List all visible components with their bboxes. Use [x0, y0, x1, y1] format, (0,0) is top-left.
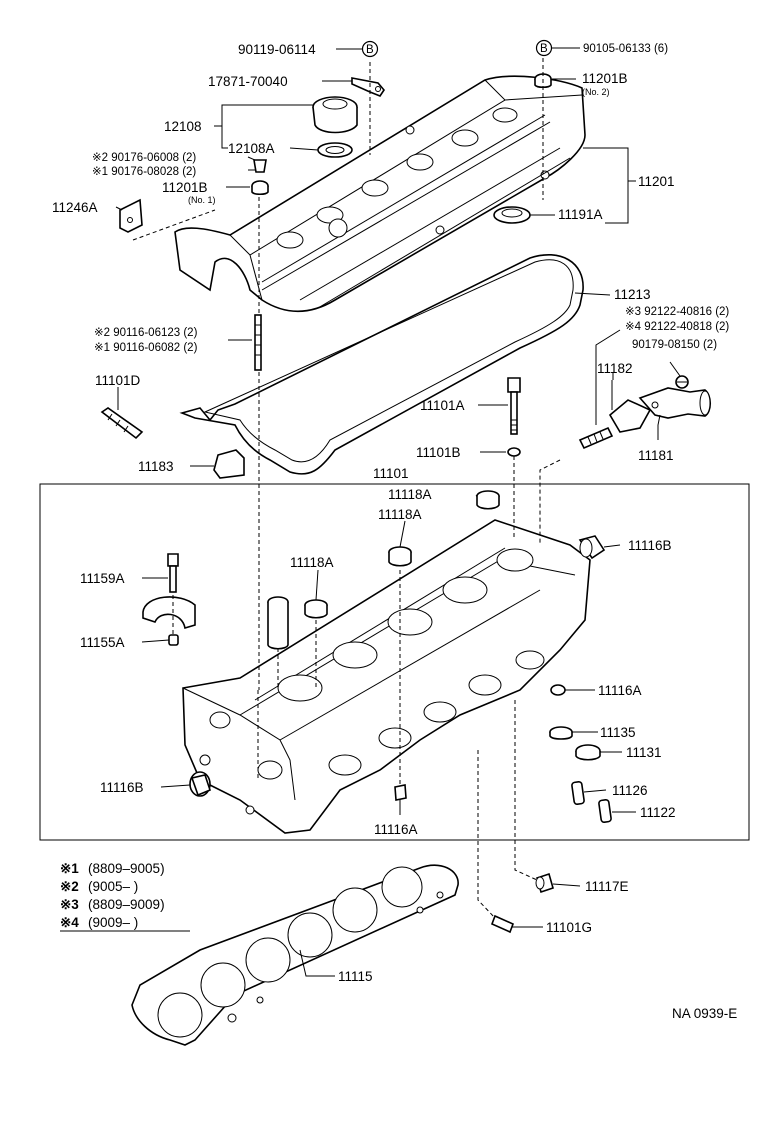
label-17871: 17871-70040	[208, 74, 288, 89]
label-12108a: 12108A	[228, 141, 275, 156]
label-11182: 11182	[597, 361, 633, 376]
label-90105: 90105-06133 (6)	[583, 43, 668, 55]
water-outlet-11181	[638, 387, 712, 419]
label-11116b-left: 11116B	[100, 780, 144, 795]
label-11101b: 11101B	[416, 445, 461, 460]
label-11116a-bottom: 11116A	[374, 822, 418, 837]
label-11159a: 11159A	[80, 571, 125, 586]
assembly-lines	[132, 58, 561, 919]
b-marker-left: B	[361, 40, 379, 58]
label-m2-90116: ※2 90116-06123 (2)	[94, 327, 198, 339]
label-11115: 11115	[338, 969, 373, 984]
legend-range-2: (9005– )	[88, 879, 138, 894]
label-m4-92122: ※4 92122-40818 (2)	[625, 321, 729, 333]
bracket-11246a	[119, 198, 143, 233]
label-12108: 12108	[164, 119, 202, 134]
label-11118a-2: 11118A	[378, 507, 422, 522]
stud-11101d	[100, 407, 144, 440]
label-11183: 11183	[138, 459, 174, 474]
legend-range-3: (8809–9009)	[88, 897, 165, 912]
bracket-11183	[213, 449, 245, 479]
bolt-11101a	[507, 377, 521, 435]
leader-lines	[60, 47, 681, 977]
svg-text:B: B	[540, 43, 548, 55]
label-11101a: 11101A	[420, 398, 465, 413]
legend: ※1 (8809–9005) ※2 (9005– ) ※3 (8809–9009…	[60, 861, 165, 930]
seal-11118a-b	[388, 546, 412, 567]
bolt-11159a	[167, 553, 179, 593]
legend-mark-4: ※4	[60, 915, 79, 930]
pin-11126	[571, 780, 585, 806]
plug-11116a-bottom	[394, 784, 407, 801]
cylinder-head-11101	[182, 519, 591, 834]
label-no1: (No. 1)	[188, 195, 216, 205]
svg-text:B: B	[366, 44, 374, 56]
label-m1-90116: ※1 90116-06082 (2)	[94, 342, 198, 354]
oil-filler-cap-12108	[312, 96, 358, 134]
label-11101g: 11101G	[546, 920, 592, 935]
label-11117e: 11117E	[585, 879, 629, 894]
label-11131: 11131	[626, 745, 662, 760]
valve-cover-11201	[174, 75, 586, 313]
label-11126: 11126	[612, 783, 648, 798]
label-11116b-right: 11116B	[628, 538, 672, 553]
ring-11131	[575, 744, 601, 761]
plug-11116b-left	[189, 771, 211, 797]
cap-gasket-12108a	[317, 142, 353, 158]
plug-11116a-right	[550, 684, 566, 696]
label-11135: 11135	[600, 725, 636, 740]
label-11191a: 11191A	[558, 207, 603, 222]
label-11118a-1: 11118A	[388, 487, 432, 502]
pin-11122	[598, 798, 612, 824]
label-90119: 90119-06114	[238, 42, 316, 57]
bolt-90179	[675, 375, 689, 389]
bearing-cap	[142, 596, 196, 630]
part-labels: 90119-06114 90105-06133 (6) 17871-70040 …	[52, 42, 737, 1021]
gasket-11182	[608, 399, 652, 433]
washer-11101b	[507, 447, 521, 457]
label-11155a: 11155A	[80, 635, 125, 650]
label-11201b-left: 11201B	[162, 180, 208, 195]
label-11116a-right: 11116A	[598, 683, 642, 698]
legend-range-4: (9009– )	[88, 915, 138, 930]
label-11201: 11201	[638, 174, 675, 189]
label-11118a-3: 11118A	[290, 555, 334, 570]
label-11246a: 11246A	[52, 200, 98, 215]
legend-mark-1: ※1	[60, 861, 79, 876]
bracket-17871	[351, 77, 386, 97]
pin-11155a	[168, 634, 179, 646]
label-90179: 90179-08150 (2)	[632, 339, 717, 351]
ring-11135	[549, 726, 573, 740]
seal-11191a	[493, 206, 531, 224]
seal-11118a-a	[476, 490, 500, 510]
stud-90116	[254, 314, 262, 371]
b-marker-right: B	[535, 39, 553, 57]
cylinder-head-box	[39, 483, 750, 841]
label-no2: (No. 2)	[582, 87, 610, 97]
plug-11116b-right	[578, 535, 606, 560]
plug-11117e	[535, 872, 554, 894]
stud-11101g	[490, 914, 515, 934]
label-11101d: 11101D	[95, 373, 141, 388]
stud-92122	[578, 426, 614, 450]
head-gasket-11115	[131, 864, 459, 1046]
label-m3-92122: ※3 92122-40816 (2)	[625, 306, 729, 318]
cover-gasket-11213	[179, 254, 584, 475]
label-11122: 11122	[640, 805, 676, 820]
label-reference: NA 0939-E	[672, 1006, 737, 1021]
label-m1-90176: ※1 90176-08028 (2)	[92, 166, 196, 178]
tube-in-head	[267, 596, 289, 650]
label-m2-90176: ※2 90176-06008 (2)	[92, 152, 196, 164]
legend-range-1: (8809–9005)	[88, 861, 165, 876]
legend-mark-3: ※3	[60, 897, 79, 912]
label-11101: 11101	[373, 466, 409, 481]
label-11213: 11213	[614, 287, 651, 302]
grommet-11201b-no1	[251, 159, 269, 196]
label-11201b-right: 11201B	[582, 71, 628, 86]
label-11181: 11181	[638, 448, 674, 463]
legend-mark-2: ※2	[60, 879, 79, 894]
seal-11118a-c	[304, 599, 328, 619]
